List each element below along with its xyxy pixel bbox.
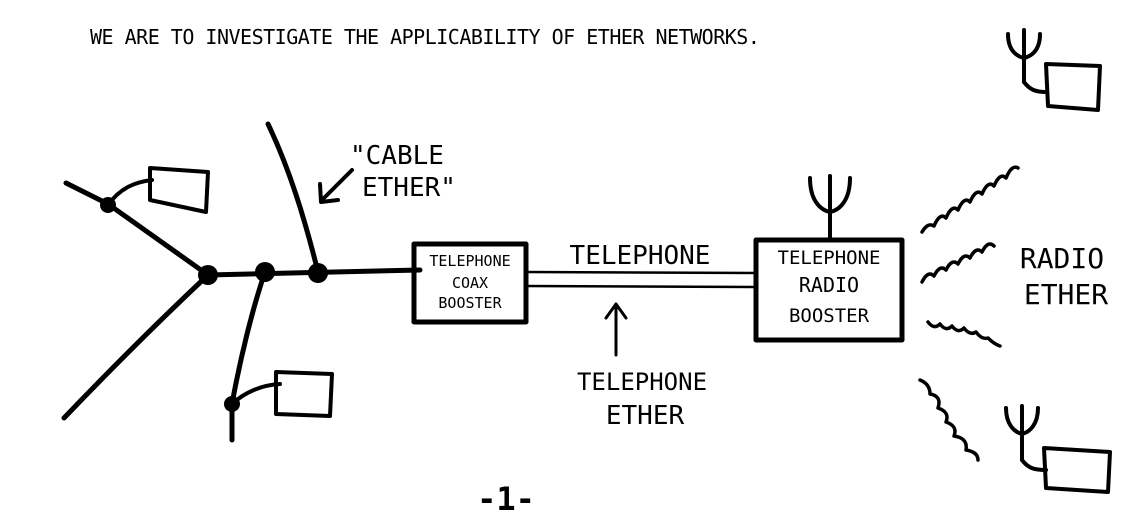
radio-station-top xyxy=(1006,28,1102,112)
coax-booster-box xyxy=(411,241,529,325)
cable-branch-lower-left xyxy=(61,272,211,421)
radio-station-bottom xyxy=(1004,404,1112,494)
cable-node-3 xyxy=(255,262,275,282)
radio-wave-4 xyxy=(918,378,980,462)
cable-ether-label-2: ETHER" xyxy=(362,173,456,203)
cable-branch-upper-left xyxy=(63,180,211,278)
cable-branch-up xyxy=(265,121,321,275)
telephone-line-label: TELEPHONE xyxy=(570,241,711,271)
radio-waves xyxy=(918,165,1020,462)
radio-station-bottom-feed xyxy=(1020,458,1048,472)
telephone-ether-link: TELEPHONE TELEPHONE ETHER xyxy=(524,241,758,431)
cable-ether-network: "CABLE ETHER" xyxy=(61,121,456,443)
cable-node-2 xyxy=(198,265,218,285)
radio-booster-label-2: RADIO xyxy=(799,273,859,297)
telephone-wire-bottom xyxy=(524,284,758,289)
radio-booster-label-1: TELEPHONE xyxy=(778,247,881,269)
radio-ether-label-2: ETHER xyxy=(1024,278,1108,311)
telephone-wire-top xyxy=(524,270,758,275)
cable-ether-label-1: "CABLE xyxy=(350,141,444,171)
radio-booster: TELEPHONE RADIO BOOSTER xyxy=(753,174,905,343)
telephone-ether-label-2: ETHER xyxy=(606,401,685,431)
cable-node-4 xyxy=(308,263,328,283)
radio-station-bottom-terminal xyxy=(1042,446,1112,494)
radio-wave-3 xyxy=(926,320,1002,348)
coax-booster: TELEPHONE COAX BOOSTER xyxy=(411,241,529,325)
cable-branch-down xyxy=(229,269,268,443)
cable-arrow-shaft xyxy=(320,168,354,202)
radio-station-bottom-antenna-fork xyxy=(1004,406,1040,436)
radio-wave-1 xyxy=(920,165,1020,234)
coax-booster-label-1: TELEPHONE xyxy=(429,252,510,270)
radio-ether-label-1: RADIO xyxy=(1020,242,1104,275)
radio-station-top-terminal xyxy=(1044,62,1102,112)
radio-wave-2 xyxy=(920,242,996,284)
station-1-tap xyxy=(106,178,154,207)
header-text: WE ARE TO INVESTIGATE THE APPLICABILITY … xyxy=(90,25,759,49)
radio-booster-label-3: BOOSTER xyxy=(789,305,870,327)
page-number: -1- xyxy=(477,480,535,518)
telephone-ether-label-1: TELEPHONE xyxy=(577,368,707,396)
radio-station-top-feed xyxy=(1022,80,1048,94)
station-1-terminal xyxy=(148,166,210,214)
telephone-arrow-head xyxy=(604,302,628,320)
radio-booster-antenna-fork xyxy=(808,176,852,214)
radio-station-top-antenna-fork xyxy=(1006,32,1042,60)
coax-booster-label-3: BOOSTER xyxy=(438,294,502,312)
cable-arrow-head xyxy=(318,182,340,204)
station-2-terminal xyxy=(274,370,334,418)
coax-booster-label-2: COAX xyxy=(452,274,488,292)
